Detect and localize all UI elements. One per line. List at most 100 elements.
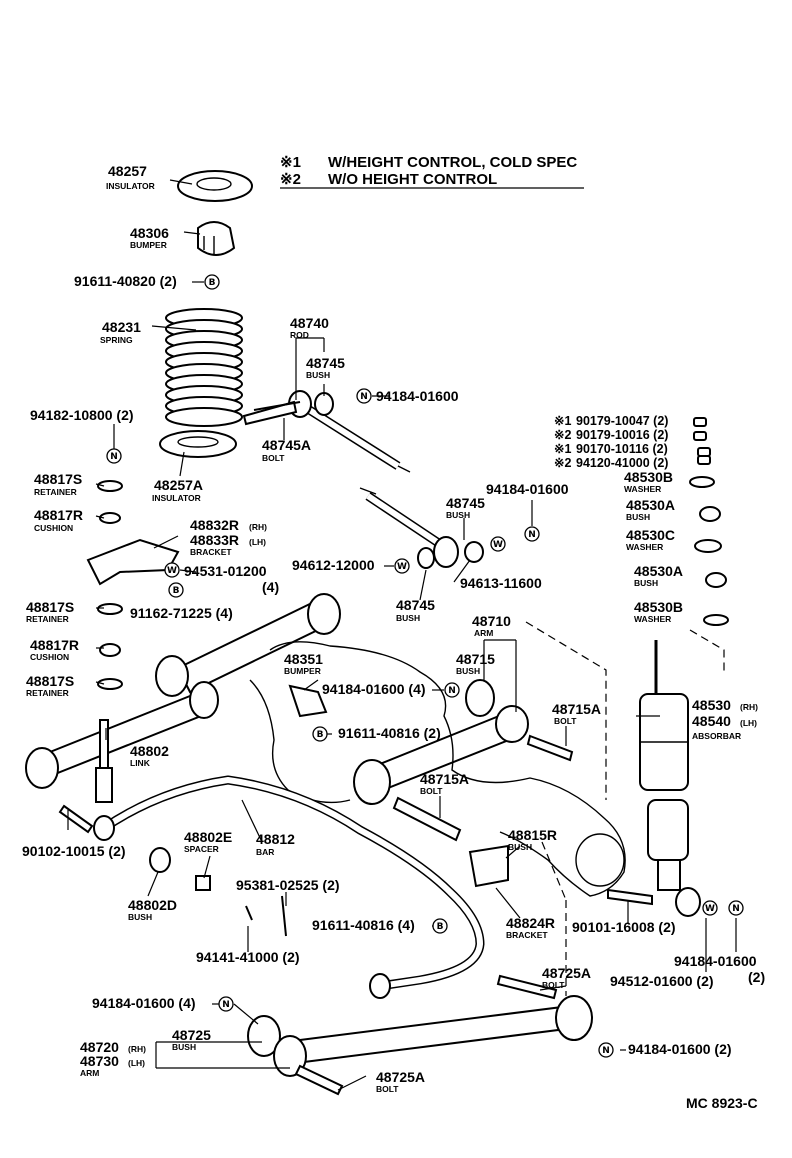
legend-notes: ※1 W/HEIGHT CONTROL, COLD SPEC ※2 W/O HE…	[280, 154, 584, 189]
desc-4883xR: BRACKET	[190, 547, 232, 557]
label-48802E: 48802E	[184, 829, 232, 845]
note-1-mark: ※1	[280, 154, 301, 171]
n-symbol-icon: N	[598, 1042, 614, 1058]
label-94184-bot: 94184-01600 (2)	[628, 1041, 732, 1057]
label-48824R: 48824R	[506, 915, 555, 931]
desc-48817S-1: RETAINER	[34, 487, 77, 497]
nut-icon	[693, 417, 707, 427]
svg-text:W: W	[705, 904, 715, 914]
desc-48815R: BUSH	[508, 842, 532, 852]
label-48530C: 48530C	[626, 527, 675, 543]
label-94613: 94613-11600	[460, 575, 542, 591]
svg-text:N: N	[528, 530, 536, 540]
desc-48725A-2: BOLT	[376, 1084, 399, 1094]
desc-48231: SPRING	[100, 335, 133, 345]
label-91162: 91162-71225 (4)	[130, 605, 233, 621]
label-94612: 94612-12000	[292, 557, 375, 573]
desc-48530A-2: BUSH	[634, 578, 658, 588]
label-48817S-1: 48817S	[34, 471, 82, 487]
label-91611-40820: 91611-40820 (2)	[74, 273, 177, 289]
label-94531-qty: (4)	[262, 579, 279, 595]
label-48530B-1: 48530B	[624, 469, 673, 485]
upper-arm-48710-drawing	[353, 679, 574, 888]
label-94184-mid: 94184-01600	[486, 481, 569, 497]
desc-48745-mid: BUSH	[446, 510, 470, 520]
svg-text:N: N	[360, 392, 368, 402]
mark-2b: ※2	[554, 456, 571, 470]
label-48817S-3: 48817S	[26, 673, 74, 689]
n-symbol-icon: N	[106, 448, 122, 464]
label-48257A: 48257A	[154, 477, 203, 493]
label-94184-top: 94184-01600	[376, 388, 459, 404]
label-48832R: 48832R	[190, 517, 239, 533]
label-48530: 48530	[692, 697, 731, 713]
label-48540-lh: (LH)	[740, 718, 757, 728]
desc-48802: LINK	[130, 758, 151, 768]
bumper-48351-drawing	[288, 684, 328, 718]
desc-48257: INSULATOR	[106, 181, 155, 191]
w-symbol-icon: W	[164, 562, 180, 578]
label-48745-low: 48745	[396, 597, 435, 613]
label-48745-upper: 48745	[306, 355, 345, 371]
svg-text:W: W	[493, 540, 503, 550]
label-48530A-1: 48530A	[626, 497, 675, 513]
desc-48530B-2: WASHER	[634, 614, 671, 624]
desc-48257A: INSULATOR	[152, 493, 201, 503]
svg-text:N: N	[732, 904, 740, 914]
desc-48725A-1: BOLT	[542, 980, 565, 990]
label-95381: 95381-02525 (2)	[236, 877, 340, 893]
label-91611-40816-a: 91611-40816 (2)	[338, 725, 441, 741]
upper-arm-left-drawing	[25, 593, 341, 789]
svg-text:B: B	[317, 730, 324, 740]
desc-48715: BUSH	[456, 666, 480, 676]
svg-text:N: N	[222, 1000, 230, 1010]
svg-text:N: N	[448, 686, 456, 696]
b-symbol-icon: B	[312, 726, 328, 742]
label-90101: 90101-16008 (2)	[572, 919, 676, 935]
desc-48745A: BOLT	[262, 453, 285, 463]
label-48817R-1: 48817R	[34, 507, 83, 523]
note-1-text: W/HEIGHT CONTROL, COLD SPEC	[328, 154, 577, 171]
axle-housing-outline	[249, 641, 626, 897]
insulator-48257A-drawing	[159, 430, 237, 458]
shock-absorber-48530-drawing	[607, 640, 701, 917]
svg-text:W: W	[167, 566, 177, 576]
mark-1a: ※1	[554, 414, 571, 428]
desc-48817S-3: RETAINER	[26, 688, 69, 698]
label-48745-mid: 48745	[446, 495, 485, 511]
desc-48530C: WASHER	[626, 542, 663, 552]
leader-lines	[67, 179, 737, 1091]
link-48802-drawing	[95, 719, 113, 803]
desc-48817R-1: CUSHION	[34, 523, 73, 533]
note-2-text: W/O HEIGHT CONTROL	[328, 171, 497, 188]
label-48817R-2: 48817R	[30, 637, 79, 653]
label-94531: 94531-01200	[184, 563, 267, 579]
label-48720-rh: (RH)	[128, 1044, 146, 1054]
desc-48715A-1: BOLT	[554, 716, 577, 726]
desc-48530B-1: WASHER	[624, 484, 661, 494]
label-48530A-2: 48530A	[634, 563, 683, 579]
label-48725: 48725	[172, 1027, 211, 1043]
label-48231: 48231	[102, 319, 141, 335]
label-48306: 48306	[130, 225, 169, 241]
n-symbol-icon: N	[524, 526, 540, 542]
label-48802D: 48802D	[128, 897, 177, 913]
label-48817S-2: 48817S	[26, 599, 74, 615]
desc-48725: BUSH	[172, 1042, 196, 1052]
label-48715A-1: 48715A	[552, 701, 601, 717]
b-symbol-icon: B	[432, 918, 448, 934]
desc-48715A-2: BOLT	[420, 786, 443, 796]
label-48725A-2: 48725A	[376, 1069, 425, 1085]
b-symbol-icon: B	[168, 582, 184, 598]
label-48815R: 48815R	[508, 827, 557, 843]
n-symbol-icon: N	[356, 388, 372, 404]
desc-48306: BUMPER	[130, 240, 167, 250]
svg-text:W: W	[397, 562, 407, 572]
mark-2a: ※2	[554, 428, 571, 442]
desc-48802D: BUSH	[128, 912, 152, 922]
label-48812: 48812	[256, 831, 295, 847]
desc-48530: ABSORBAR	[692, 731, 741, 741]
svg-text:N: N	[110, 452, 118, 462]
circled-symbols: B N N W B W W N N B B W N N N	[106, 274, 744, 1058]
